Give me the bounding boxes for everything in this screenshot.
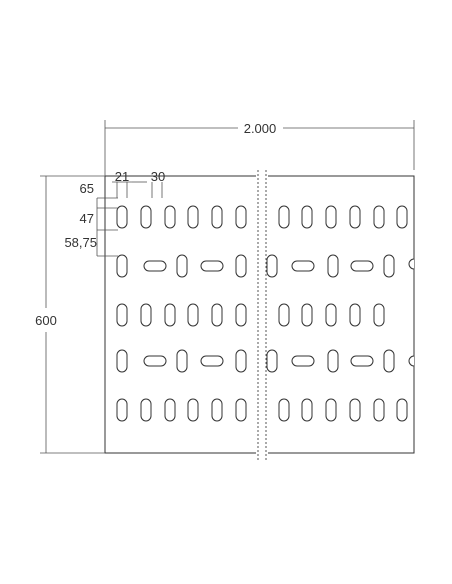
vertical-slot [349, 205, 361, 229]
vertical-slot [116, 303, 128, 327]
slot-pattern [116, 205, 408, 422]
vertical-slot [373, 303, 385, 327]
edge-notch [408, 355, 415, 367]
vertical-slot [396, 205, 408, 229]
vertical-slot [116, 398, 128, 422]
slot-width-dimension: 21 30 [112, 169, 165, 198]
slot-height-label: 47 [80, 211, 94, 226]
horizontal-slot [143, 260, 167, 272]
vertical-slot [396, 398, 408, 422]
length-dimension: 2.000 [104, 120, 415, 176]
horizontal-slot [200, 355, 224, 367]
height-label: 600 [35, 313, 57, 328]
vertical-slot [140, 303, 152, 327]
vertical-slot [266, 349, 278, 373]
vertical-slot [349, 303, 361, 327]
length-label: 2.000 [244, 121, 277, 136]
plate-left-half [104, 175, 256, 454]
vertical-slot [373, 205, 385, 229]
vertical-slot [176, 254, 188, 278]
vertical-slot [278, 398, 290, 422]
vertical-slot [301, 398, 313, 422]
slot-width-label: 21 [115, 169, 129, 184]
horizontal-slot [143, 355, 167, 367]
vertical-slot [278, 205, 290, 229]
horizontal-slot [291, 260, 315, 272]
vertical-slot [278, 303, 290, 327]
plate-right-half [268, 175, 415, 454]
vertical-slot [235, 254, 247, 278]
vertical-slot [235, 205, 247, 229]
vertical-slot [266, 254, 278, 278]
vertical-slot [187, 205, 199, 229]
horizontal-slot [350, 355, 374, 367]
vertical-slot [383, 254, 395, 278]
vertical-slot [164, 398, 176, 422]
vertical-slot [164, 205, 176, 229]
vertical-slot [187, 303, 199, 327]
height-dimension: 600 [35, 175, 105, 454]
vertical-slot [301, 205, 313, 229]
vertical-slot [235, 349, 247, 373]
edge-notch [408, 258, 415, 270]
vertical-slot [116, 205, 128, 229]
vertical-slot [116, 254, 128, 278]
vertical-slot [235, 398, 247, 422]
vertical-slot [140, 205, 152, 229]
vertical-offset-dimensions: 65 47 58,75 [64, 181, 118, 257]
vertical-slot [301, 303, 313, 327]
horizontal-slot [200, 260, 224, 272]
vertical-slot [235, 303, 247, 327]
horizontal-slot [350, 260, 374, 272]
vertical-slot [327, 254, 339, 278]
vertical-slot [211, 398, 223, 422]
slot-spacing-label: 30 [151, 169, 165, 184]
vertical-slot [164, 303, 176, 327]
vertical-slot [140, 398, 152, 422]
top-offset-label: 65 [80, 181, 94, 196]
vertical-slot [211, 205, 223, 229]
horizontal-slot [291, 355, 315, 367]
vertical-slot [325, 303, 337, 327]
vertical-slot [116, 349, 128, 373]
vertical-slot [325, 205, 337, 229]
vertical-slot [325, 398, 337, 422]
vertical-slot [211, 303, 223, 327]
vertical-slot [349, 398, 361, 422]
tray-plate [104, 170, 415, 460]
vertical-slot [327, 349, 339, 373]
vertical-slot [373, 398, 385, 422]
vertical-slot [383, 349, 395, 373]
vertical-slot [176, 349, 188, 373]
vertical-slot [187, 398, 199, 422]
row-offset-label: 58,75 [64, 235, 97, 250]
